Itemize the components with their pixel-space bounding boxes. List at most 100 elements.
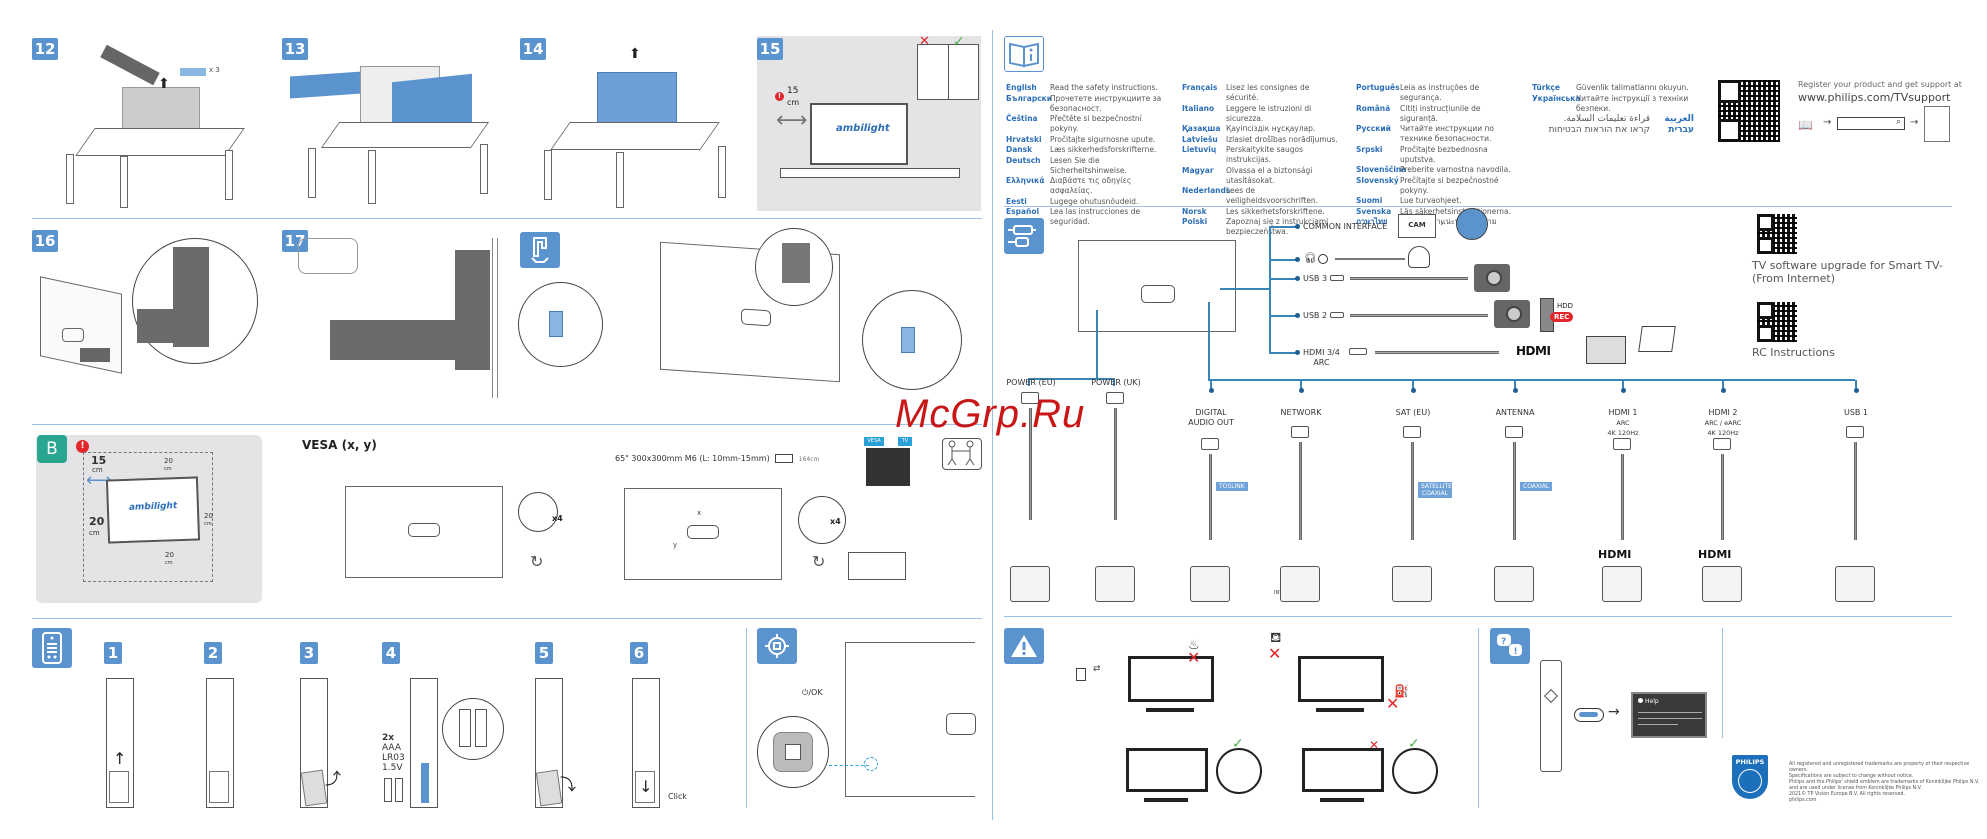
language-name: Türkçe xyxy=(1532,83,1560,92)
language-name: Hrvatski xyxy=(1006,134,1042,144)
cable-clip-icon xyxy=(520,232,560,268)
safety-language-row: SlovenščinaPreberite varnostna navodila. xyxy=(1356,165,1518,175)
rear-bus xyxy=(1208,379,1855,381)
screen-diagonal-icon xyxy=(775,454,794,463)
support-text: Register your product and get support at xyxy=(1798,80,1962,89)
ambilight-logo: ambilight xyxy=(128,501,178,513)
screwdriver-icon: ↻ xyxy=(812,552,826,571)
cam-slot-zoom xyxy=(1456,208,1488,240)
section-divider xyxy=(1004,616,1952,617)
language-name: English xyxy=(1006,83,1037,92)
push-down-arrow-icon: ↓ xyxy=(639,777,653,796)
slide-up-arrow-icon: ↑ xyxy=(113,749,127,768)
cable-type-tag: SATELLITE COAXIAL xyxy=(1418,482,1452,498)
warning-icon: ! xyxy=(76,440,89,453)
language-name: ภาษาไทย xyxy=(1356,217,1388,226)
language-instruction: Olvassa el a biztonsági utasításokat. xyxy=(1226,165,1313,185)
clearance-value: 20 xyxy=(204,512,213,520)
remote-back-illustration xyxy=(410,678,438,808)
connector-label: ANTENNA xyxy=(1474,408,1556,418)
support-qr-code[interactable] xyxy=(1718,80,1780,142)
vesa-holes xyxy=(687,525,719,539)
vesa-tag: VESA xyxy=(864,437,884,446)
software-upgrade-label: TV software upgrade for Smart TV- (From … xyxy=(1752,259,1943,285)
remote-control-illustration xyxy=(1540,660,1562,772)
section-divider-vertical xyxy=(1478,628,1479,808)
tv-stand xyxy=(1144,798,1188,802)
safety-language-column-3: PortuguêsLeia as instruções de segurança… xyxy=(1356,83,1518,238)
section-divider xyxy=(32,618,982,619)
connected-device-illustration xyxy=(1010,566,1050,602)
cable-type-tag: COAXIAL xyxy=(1520,482,1553,491)
tv-back-diagram xyxy=(1078,240,1236,332)
page-fold-divider xyxy=(992,30,993,820)
section-divider-vertical xyxy=(1722,628,1723,738)
svg-text:!: ! xyxy=(1514,647,1518,657)
legal-line: Philips and the Philips' shield emblem a… xyxy=(1789,780,1980,785)
cable xyxy=(1410,442,1414,540)
connector-dot xyxy=(1620,388,1626,393)
language-name: Eesti xyxy=(1006,196,1027,206)
clearance-unit: cm xyxy=(204,521,212,527)
language-instruction: Citiți instrucțiunile de siguranță. xyxy=(1400,103,1481,123)
rc-instructions-qr-code[interactable] xyxy=(1757,302,1797,342)
connector-line xyxy=(1855,380,1857,390)
language-instruction: Қауіпсіздік нұсқаулар. xyxy=(1226,124,1316,133)
connector-label-main: HDMI 2 xyxy=(1708,408,1738,417)
software-upgrade-qr-code[interactable] xyxy=(1757,214,1797,254)
battery-inserting xyxy=(421,763,429,803)
usb-port xyxy=(1330,275,1344,281)
language-name: Slovenský xyxy=(1356,175,1399,185)
cable xyxy=(1113,408,1117,520)
connector-line xyxy=(1269,259,1297,261)
tv-stand xyxy=(1316,708,1364,712)
help-screen-title: Help xyxy=(1638,698,1659,705)
connector-line xyxy=(1269,278,1297,280)
power-ok-label: ⏻/OK xyxy=(802,688,823,697)
section-badge-b: B xyxy=(37,435,67,463)
usb-cable xyxy=(1350,314,1488,317)
help-screen-illustration: Help xyxy=(1631,692,1707,738)
vesa-holes xyxy=(62,328,84,342)
prohibited-x-icon: ✕ xyxy=(1268,644,1282,663)
battery-voltage: 1.5V xyxy=(382,763,403,773)
port-icon xyxy=(1613,438,1631,450)
battery-type: AAA xyxy=(382,743,401,753)
lift-arrow-icon: ⤴ xyxy=(325,769,342,788)
ambilight-logo: ambilight xyxy=(836,123,890,134)
camera-device xyxy=(1474,264,1510,292)
battery-cover xyxy=(635,771,655,803)
safety-language-row: SlovenskýPrečítajte si bezpečnostné poky… xyxy=(1356,176,1518,196)
language-instruction: Izlasiet drošības norādījumus. xyxy=(1226,134,1338,144)
language-name: Română xyxy=(1356,103,1391,113)
zoom-circle-top xyxy=(755,228,833,306)
support-url[interactable]: www.philips.com/TVsupport xyxy=(1798,91,1951,104)
connector-label: SAT (EU) xyxy=(1372,408,1454,418)
zoom-circle xyxy=(132,238,258,364)
connector-label-sub1: ARC xyxy=(1616,419,1630,427)
vesa-spec: 65" 300x300mm M6 (L: 10mm-15mm) 164cm xyxy=(615,454,819,463)
help-menu-line xyxy=(1638,724,1678,725)
port-icon xyxy=(1291,426,1309,438)
table-illustration xyxy=(320,122,490,148)
connector-line xyxy=(1269,352,1297,354)
cable-clip xyxy=(901,327,915,353)
table-leg xyxy=(616,152,624,208)
step-number-badge: 6 xyxy=(630,642,648,664)
cable-cover-small xyxy=(80,348,110,362)
language-name: العربية xyxy=(1664,114,1694,124)
table-leg xyxy=(66,154,74,204)
close-arrow-icon: ⤵ xyxy=(560,775,577,794)
step-number-badge: 16 xyxy=(32,230,58,252)
prohibited-x-icon: ✕ xyxy=(1386,694,1400,713)
connector-dot xyxy=(1295,276,1300,281)
tv-back-diagram xyxy=(345,486,503,578)
connector-label-main: ANTENNA xyxy=(1495,408,1535,417)
